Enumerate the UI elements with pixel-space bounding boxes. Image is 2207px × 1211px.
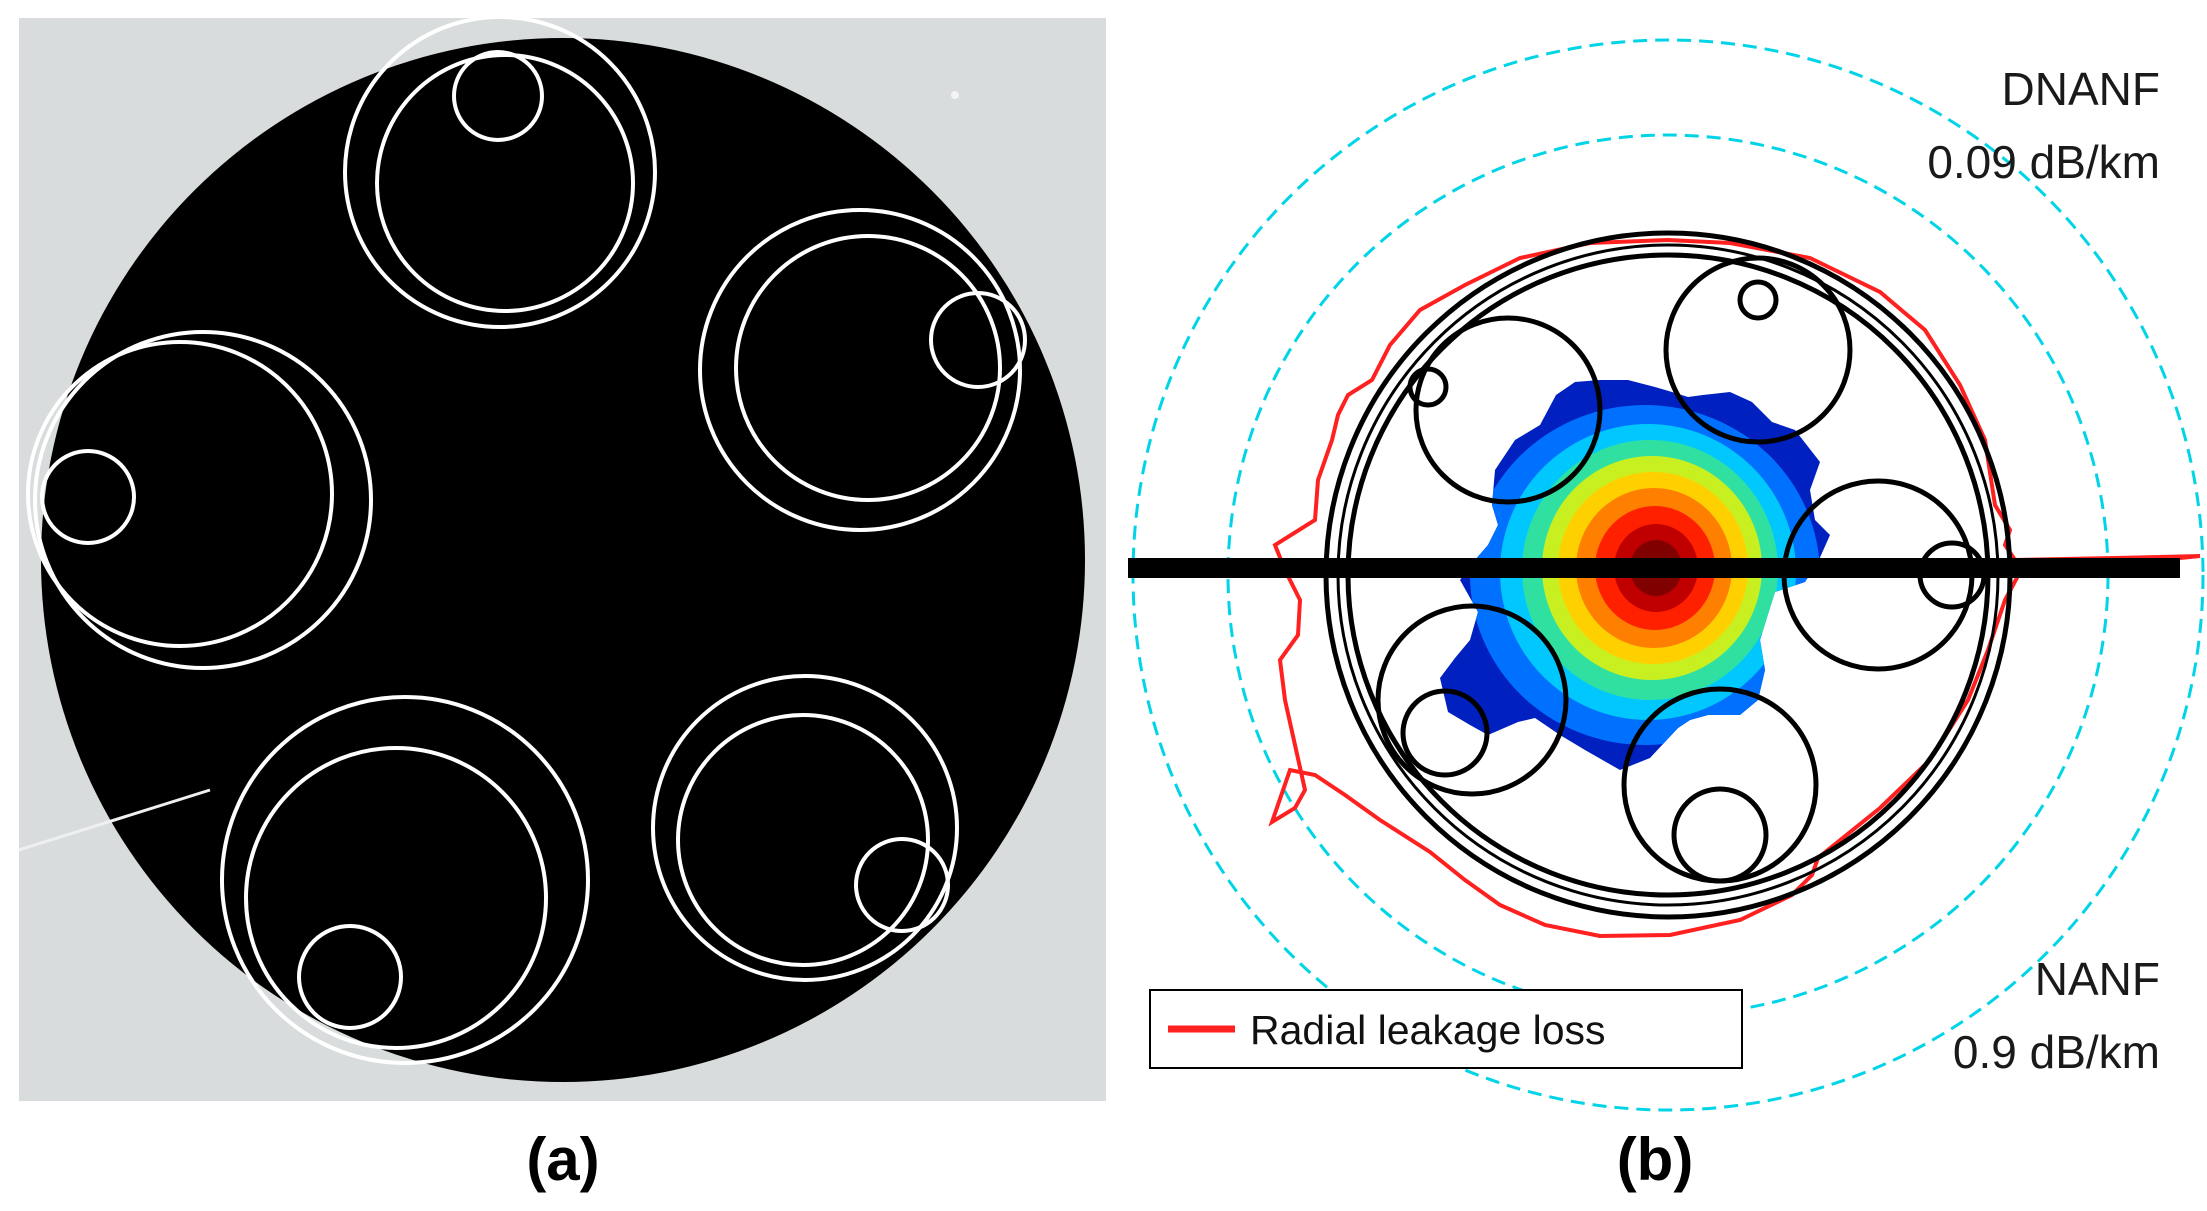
dnanf-name: DNANF	[2002, 63, 2160, 115]
panel-a-label: (a)	[526, 1126, 599, 1193]
panel-b: DNANF 0.09 dB/km NANF 0.9 dB/km Radial l…	[1128, 38, 2205, 1193]
dnanf-loss: 0.09 dB/km	[1927, 136, 2160, 188]
fiber-cross-section	[41, 38, 1085, 1082]
cross-section-bar	[1128, 558, 2180, 578]
sem-dust-speck	[951, 91, 959, 99]
legend-label: Radial leakage loss	[1250, 1007, 1606, 1053]
capillary-rings	[26, 18, 1027, 1065]
nanf-name: NANF	[2035, 953, 2160, 1005]
radial-leakage-curve	[1268, 237, 2201, 939]
panel-b-label: (b)	[1617, 1126, 1694, 1193]
sem-fiber	[19, 18, 1085, 1082]
nanf-loss: 0.9 dB/km	[1953, 1026, 2160, 1078]
panel-a: (a)	[19, 18, 1106, 1193]
sem-artifact-streak	[19, 788, 211, 852]
legend: Radial leakage loss	[1149, 989, 1743, 1069]
legend-box	[1149, 989, 1743, 1069]
